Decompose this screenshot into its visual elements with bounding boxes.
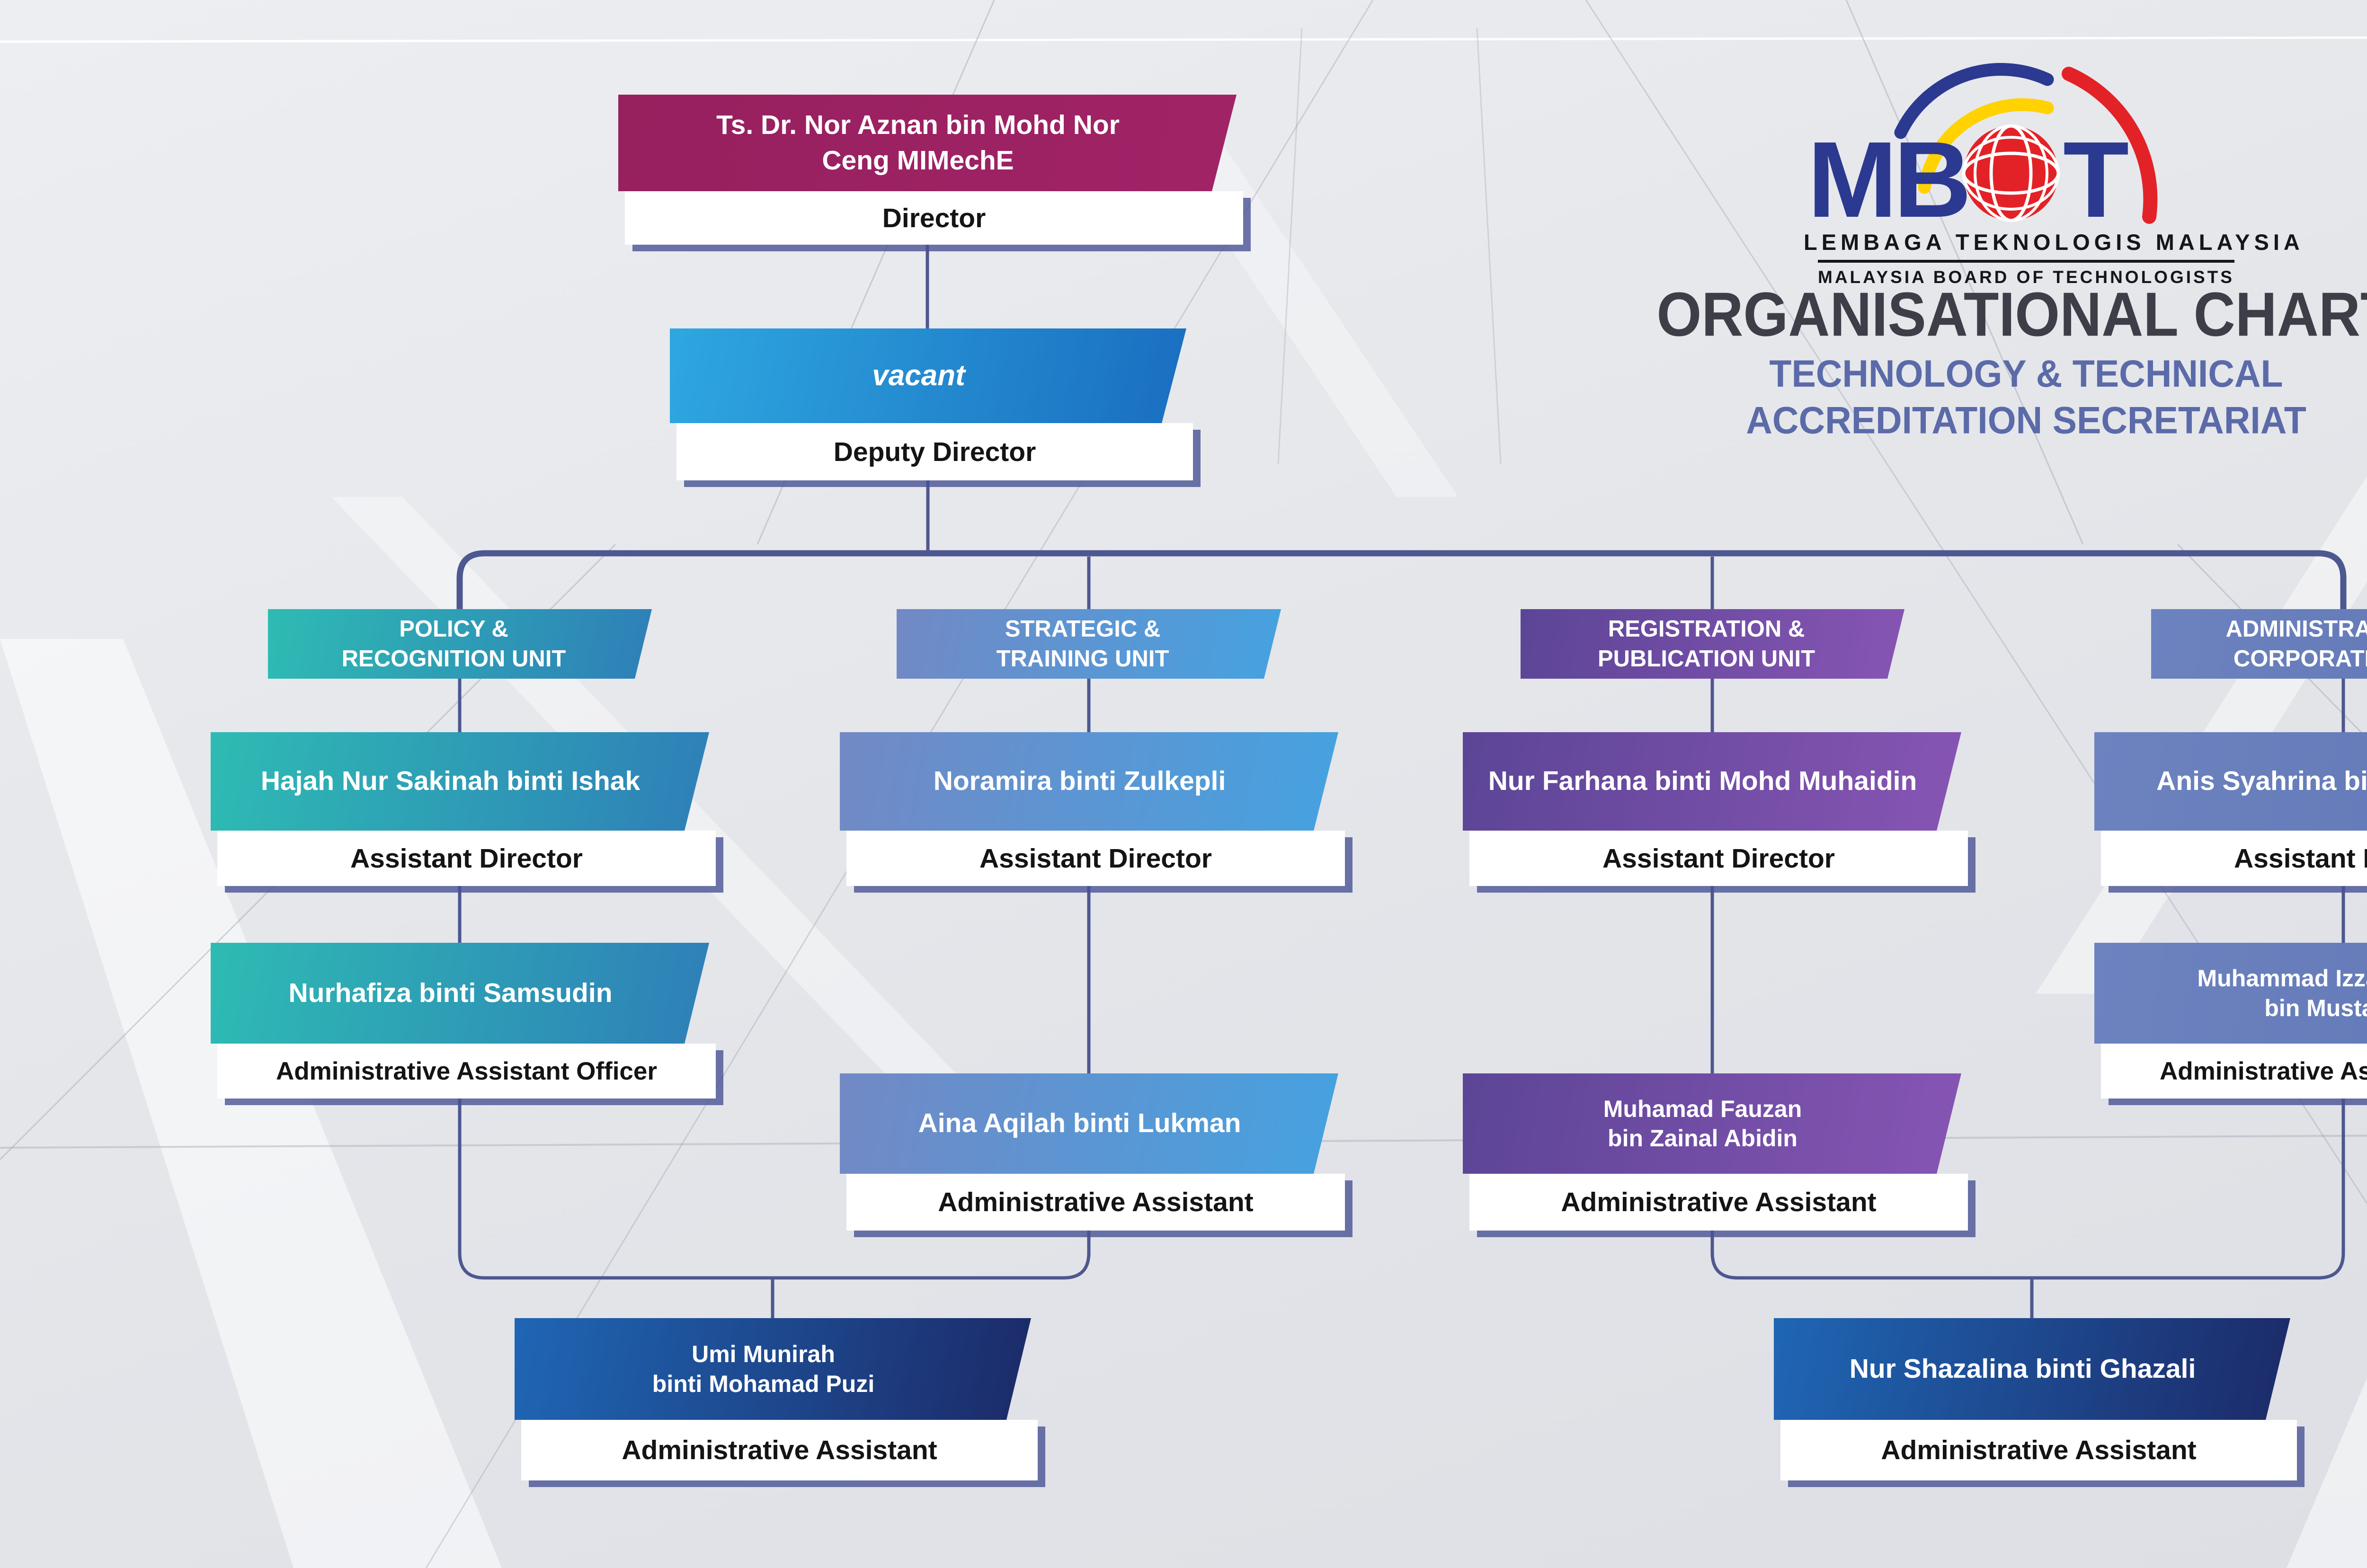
member-name: Anis Syahrina binti Lukman bbox=[2156, 766, 2367, 797]
member-box-hajah-nur-sakinah: Hajah Nur Sakinah binti Ishak Assistant … bbox=[211, 732, 716, 886]
unit-strategic-title-line1: STRATEGIC & bbox=[1005, 616, 1161, 642]
connector-bottom-bus-right bbox=[1710, 1094, 2345, 1280]
member-role: Administrative Assistant bbox=[622, 1435, 937, 1465]
member-name-line2: bin Mustaffa bbox=[2264, 994, 2362, 1021]
deputy-director-box: vacant Deputy Director bbox=[670, 328, 1193, 480]
member-name-line1: Muhamad Fauzan bbox=[1603, 1095, 1802, 1122]
member-role-panel: Administrative Assistant Officer bbox=[217, 1044, 716, 1098]
member-box-nurhafiza: Nurhafiza binti Samsudin Administrative … bbox=[211, 943, 716, 1098]
member-name-panel: Nurhafiza binti Samsudin bbox=[211, 943, 709, 1044]
unit-header-strategic-training: STRATEGIC & TRAINING UNIT bbox=[897, 609, 1281, 679]
member-box-nur-shazalina: Nur Shazalina binti Ghazali Administrati… bbox=[1774, 1318, 2297, 1480]
member-role-panel: Assistant Director bbox=[217, 831, 716, 886]
member-role: Administrative Assistant bbox=[1561, 1187, 1877, 1217]
member-box-anis-syahrina: Anis Syahrina binti Lukman Assistant Dir… bbox=[2094, 732, 2367, 886]
member-name-panel: Hajah Nur Sakinah binti Ishak bbox=[211, 732, 709, 831]
member-name-line2: bin Zainal Abidin bbox=[1608, 1125, 1797, 1152]
logo-yellow-swoosh-icon bbox=[1918, 98, 2054, 194]
member-role: Administrative Assistant Officer bbox=[2159, 1057, 2367, 1085]
director-name-line2: Ceng MIMechE bbox=[822, 145, 1014, 176]
logo-globe-icon bbox=[1962, 124, 2060, 222]
member-name-panel: Noramira binti Zulkepli bbox=[840, 732, 1338, 831]
member-role: Assistant Director bbox=[979, 843, 1212, 874]
unit-header-administration-corporate: ADMINISTRATION & CORPORATE UNIT bbox=[2151, 609, 2367, 679]
logo-subtitle-malay: LEMBAGA TEKNOLOGIS MALAYSIA bbox=[1804, 230, 2304, 255]
logo-divider bbox=[1818, 260, 2234, 263]
member-name-panel: Nur Shazalina binti Ghazali bbox=[1774, 1318, 2290, 1420]
member-name-panel: Muhamad Fauzan bin Zainal Abidin bbox=[1463, 1073, 1961, 1174]
member-role: Assistant Director bbox=[2234, 843, 2367, 874]
member-role: Administrative Assistant Officer bbox=[276, 1057, 658, 1085]
director-name-line1: Ts. Dr. Nor Aznan bin Mohd Nor bbox=[716, 109, 1120, 140]
page-subtitle-line2: ACCREDITATION SECRETARIAT bbox=[1746, 399, 2306, 442]
member-name-line1: Umi Munirah bbox=[692, 1341, 835, 1367]
unit-admin-title-line2: CORPORATE UNIT bbox=[2233, 646, 2367, 672]
mbot-logo: MB T bbox=[1807, 63, 2158, 227]
unit-registration-title-line2: PUBLICATION UNIT bbox=[1597, 646, 1815, 672]
member-role-panel: Administrative Assistant bbox=[1780, 1420, 2297, 1480]
director-name-panel: Ts. Dr. Nor Aznan bin Mohd Nor Ceng MIMe… bbox=[618, 95, 1237, 191]
page-subtitle-line1: TECHNOLOGY & TECHNICAL bbox=[1769, 352, 2283, 395]
member-name-line1: Muhammad Izzat Hakimi bbox=[2197, 965, 2366, 992]
mbot-logo-block: MB T LEMBAGA TEKNOLOGIS MALAYSIA MALAYSI… bbox=[1804, 61, 2304, 287]
member-role-panel: Assistant Director bbox=[1469, 831, 1968, 886]
member-role-panel: Administrative Assistant bbox=[846, 1174, 1345, 1231]
deputy-name-panel: vacant bbox=[670, 328, 1186, 423]
member-role-panel: Administrative Assistant Officer bbox=[2101, 1044, 2367, 1098]
member-role: Administrative Assistant bbox=[938, 1187, 1254, 1217]
deputy-role: Deputy Director bbox=[833, 436, 1036, 467]
director-box: Ts. Dr. Nor Aznan bin Mohd Nor Ceng MIMe… bbox=[618, 95, 1243, 245]
member-box-umi-munirah: Umi Munirah binti Mohamad Puzi Administr… bbox=[515, 1318, 1038, 1480]
member-box-noramira: Noramira binti Zulkepli Assistant Direct… bbox=[840, 732, 1345, 886]
logo-subtitle-english: MALAYSIA BOARD OF TECHNOLOGISTS bbox=[1818, 267, 2234, 287]
deputy-name: vacant bbox=[872, 359, 965, 392]
member-box-aina-aqilah: Aina Aqilah binti Lukman Administrative … bbox=[840, 1073, 1345, 1231]
member-role-panel: Assistant Director bbox=[2101, 831, 2367, 886]
member-name-panel: Nur Farhana binti Mohd Muhaidin bbox=[1463, 732, 1961, 831]
logo-blue-swoosh-icon bbox=[1894, 63, 2054, 139]
member-box-muhammad-izzat: Muhammad Izzat Hakimi bin Mustaffa Admin… bbox=[2094, 943, 2367, 1098]
member-name: Hajah Nur Sakinah binti Ishak bbox=[260, 766, 641, 797]
deputy-role-panel: Deputy Director bbox=[676, 423, 1193, 480]
unit-header-policy-recognition: POLICY & RECOGNITION UNIT bbox=[268, 609, 652, 679]
member-role-panel: Administrative Assistant bbox=[521, 1420, 1038, 1480]
member-name: Noramira binti Zulkepli bbox=[933, 766, 1226, 797]
unit-policy-title-line1: POLICY & bbox=[399, 616, 508, 642]
member-box-nur-farhana: Nur Farhana binti Mohd Muhaidin Assistan… bbox=[1463, 732, 1968, 886]
page-title: ORGANISATIONAL CHART bbox=[1656, 279, 2367, 349]
director-role: Director bbox=[882, 203, 986, 233]
unit-policy-title-line2: RECOGNITION UNIT bbox=[341, 646, 566, 672]
connector-top-bus bbox=[456, 550, 2347, 613]
member-role-panel: Administrative Assistant bbox=[1469, 1174, 1968, 1231]
member-name-panel: Umi Munirah binti Mohamad Puzi bbox=[515, 1318, 1031, 1420]
member-role: Administrative Assistant bbox=[1881, 1435, 2197, 1465]
member-name: Nur Farhana binti Mohd Muhaidin bbox=[1488, 766, 1917, 797]
member-name-line2: binti Mohamad Puzi bbox=[652, 1370, 875, 1397]
member-box-muhamad-fauzan: Muhamad Fauzan bin Zainal Abidin Adminis… bbox=[1463, 1073, 1968, 1231]
member-name: Nur Shazalina binti Ghazali bbox=[1849, 1353, 2196, 1384]
connector-column-drops bbox=[458, 676, 2345, 1079]
unit-admin-title-line1: ADMINISTRATION & bbox=[2225, 616, 2367, 642]
logo-red-swoosh-icon bbox=[2062, 67, 2158, 224]
logo-text-mb: MB bbox=[1807, 120, 1968, 227]
member-name-panel: Anis Syahrina binti Lukman bbox=[2094, 732, 2367, 831]
member-name-panel: Muhammad Izzat Hakimi bin Mustaffa bbox=[2094, 943, 2367, 1044]
member-role-panel: Assistant Director bbox=[846, 831, 1345, 886]
member-name: Nurhafiza binti Samsudin bbox=[288, 977, 613, 1008]
member-role: Assistant Director bbox=[1602, 843, 1835, 874]
director-role-panel: Director bbox=[625, 191, 1243, 245]
logo-text-t: T bbox=[2063, 120, 2129, 227]
member-role: Assistant Director bbox=[350, 843, 583, 874]
unit-strategic-title-line2: TRAINING UNIT bbox=[996, 646, 1169, 672]
page-subtitle: TECHNOLOGY & TECHNICAL ACCREDITATION SEC… bbox=[1557, 351, 2367, 444]
unit-registration-title-line1: REGISTRATION & bbox=[1608, 616, 1805, 642]
title-block: ORGANISATIONAL CHART TECHNOLOGY & TECHNI… bbox=[1557, 279, 2367, 444]
unit-header-registration-publication: REGISTRATION & PUBLICATION UNIT bbox=[1521, 609, 1904, 679]
member-name-panel: Aina Aqilah binti Lukman bbox=[840, 1073, 1338, 1174]
member-name: Aina Aqilah binti Lukman bbox=[918, 1108, 1241, 1139]
